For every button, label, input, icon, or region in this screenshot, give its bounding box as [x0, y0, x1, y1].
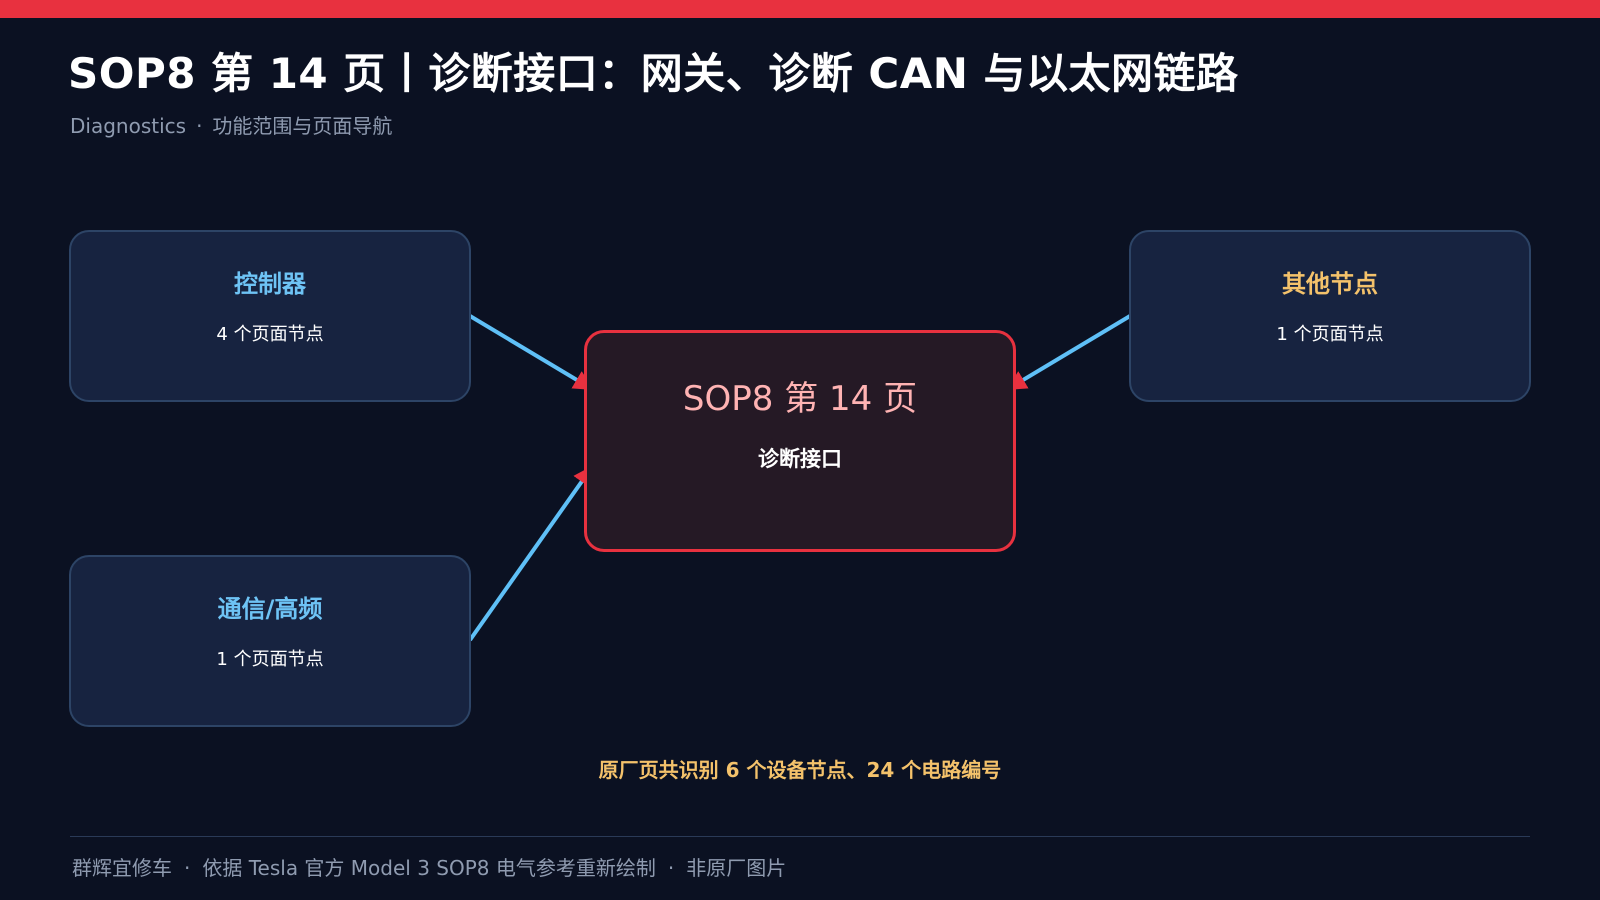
node-others-count: 1 个页面节点: [1276, 324, 1384, 345]
footer-credit: 依据 Tesla 官方 Model 3 SOP8 电气参考重新绘制: [202, 856, 656, 880]
center-node-title: SOP8 第 14 页: [682, 379, 918, 419]
footer-note: 非原厂图片: [686, 856, 787, 880]
node-controllers-title: 控制器: [234, 270, 306, 298]
footer: 群辉宜修车 · 依据 Tesla 官方 Model 3 SOP8 电气参考重新绘制 ·…: [72, 852, 786, 881]
footer-brand: 群辉宜修车: [72, 856, 172, 880]
page-title: SOP8 第 14 页丨诊断接口：网关、诊断 CAN 与以太网链路: [68, 49, 1239, 98]
node-comms-title: 通信/高频: [217, 595, 323, 623]
node-comms[interactable]: 通信/高频 1 个页面节点: [69, 555, 471, 727]
top-accent-bar: [0, 0, 1600, 18]
summary-text: 原厂页共识别 6 个设备节点、24 个电路编号: [598, 758, 1002, 782]
subtitle-english: Diagnostics: [70, 114, 187, 138]
footer-separator-1: ·: [184, 856, 191, 880]
node-controllers[interactable]: 控制器 4 个页面节点: [69, 230, 471, 402]
node-comms-count: 1 个页面节点: [216, 649, 324, 670]
center-node-subtitle: 诊断接口: [758, 447, 842, 471]
node-controllers-count: 4 个页面节点: [216, 324, 324, 345]
node-others[interactable]: 其他节点 1 个页面节点: [1129, 230, 1531, 402]
link-controllers-to-center: [468, 314, 594, 391]
subtitle-separator: ·: [196, 114, 203, 138]
center-node[interactable]: SOP8 第 14 页 诊断接口: [584, 330, 1016, 552]
subtitle-chinese: 功能范围与页面导航: [212, 114, 393, 138]
node-others-title: 其他节点: [1282, 270, 1378, 298]
footer-separator-2: ·: [667, 856, 675, 880]
footer-divider: [70, 836, 1530, 837]
link-others-to-center: [1006, 314, 1132, 391]
page-subtitle: Diagnostics · 功能范围与页面导航: [70, 110, 392, 139]
link-comms-to-center: [468, 465, 594, 642]
